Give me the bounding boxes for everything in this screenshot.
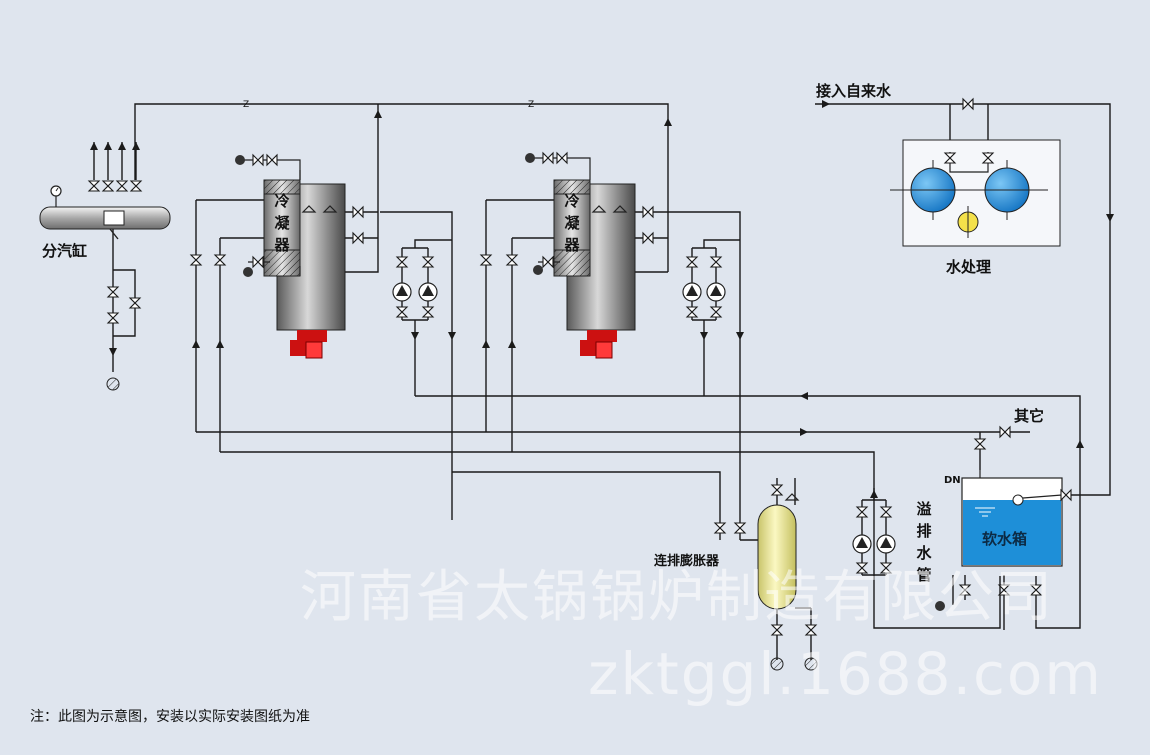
- flash-tank: [757, 504, 797, 610]
- gate-valve-icon: [266, 153, 278, 167]
- pipework: [93, 103, 1111, 660]
- gate-valve-icon: [642, 205, 654, 219]
- flash-tank-label: 连排膨胀器: [654, 554, 720, 569]
- gate-valve-icon: [981, 152, 995, 164]
- gate-valve-icon: [713, 522, 727, 534]
- soft-water-tank: [961, 470, 1063, 567]
- gate-valve-icon: [542, 151, 554, 165]
- gate-valve-icon: [479, 254, 493, 266]
- gate-valve-icon: [962, 97, 974, 111]
- overflow-drain-label: 溢排水管: [916, 500, 932, 584]
- steam-header: [39, 194, 171, 240]
- flow-arrow-icon: [90, 100, 1114, 498]
- gate-valve-icon: [1060, 488, 1072, 502]
- gate-valve-icon: [879, 562, 893, 574]
- condenser-2-label: 冷凝器: [564, 192, 580, 254]
- watermark-site: zktggl.1688.com: [588, 640, 1103, 708]
- gate-valve-icon: [556, 151, 568, 165]
- drain-icon: [106, 153, 945, 671]
- soft-water-tank-label: 软水箱: [982, 530, 1028, 548]
- gate-valve-icon: [733, 522, 747, 534]
- gate-valve-icon: [997, 584, 1011, 596]
- gate-valve-icon: [395, 256, 409, 268]
- gate-valve-icon: [973, 438, 987, 450]
- gate-valve-icon: [943, 152, 957, 164]
- gate-valve-icon: [189, 254, 203, 266]
- condenser-1-label: 冷凝器: [274, 192, 290, 254]
- gate-valve-icon: [855, 506, 869, 518]
- gate-valve-icon: [709, 256, 723, 268]
- gate-valve-icon: [129, 180, 143, 192]
- gate-valve-icon: [1029, 584, 1043, 596]
- water-treatment-label: 水处理: [946, 258, 992, 276]
- gate-valve-icon: [87, 180, 101, 192]
- gate-valve-icon: [685, 256, 699, 268]
- gate-valve-icon: [252, 255, 264, 269]
- gate-valve-icon: [395, 306, 409, 318]
- water-treatment-unit: [890, 139, 1061, 247]
- gate-valve-icon: [855, 562, 869, 574]
- z-mark: Z: [528, 100, 534, 110]
- gate-valve-icon: [106, 286, 120, 298]
- safety-valve-icon: [301, 205, 800, 501]
- gate-valve-icon: [421, 306, 435, 318]
- gate-valve-icon: [542, 255, 554, 269]
- gate-valve-icon: [115, 180, 129, 192]
- gate-valve-icon: [770, 484, 784, 496]
- z-mark: Z: [243, 100, 249, 110]
- city-water-label: 接入自来水: [816, 82, 892, 100]
- gate-valve-icon: [87, 97, 1072, 636]
- dn-label: DN: [944, 475, 961, 486]
- gate-valve-icon: [128, 297, 142, 309]
- gate-valve-icon: [106, 312, 120, 324]
- boiler-1: [240, 159, 346, 359]
- steam-header-label: 分汽缸: [42, 242, 88, 260]
- gate-valve-icon: [804, 624, 818, 636]
- gate-valve-icon: [252, 153, 264, 167]
- gate-valve-icon: [770, 624, 784, 636]
- gate-valve-icon: [958, 584, 972, 596]
- gate-valve-icon: [352, 205, 364, 219]
- gate-valve-icon: [999, 425, 1011, 439]
- pressure-gauge-icon: [50, 185, 62, 197]
- gate-valve-icon: [213, 254, 227, 266]
- watermark-company: 河南省太锅锅炉制造有限公司: [300, 565, 1054, 630]
- gate-valve-icon: [421, 256, 435, 268]
- gate-valve-icon: [709, 306, 723, 318]
- boiler-2: [530, 157, 636, 359]
- other-label: 其它: [1014, 407, 1045, 425]
- pump-icon: [392, 282, 896, 554]
- gate-valve-icon: [505, 254, 519, 266]
- gate-valve-icon: [352, 231, 364, 245]
- gate-valve-icon: [879, 506, 893, 518]
- gate-valve-icon: [101, 180, 115, 192]
- gate-valve-icon: [685, 306, 699, 318]
- gate-valve-icon: [642, 231, 654, 245]
- note-text: 注：此图为示意图，安装以实际安装图纸为准: [30, 709, 310, 725]
